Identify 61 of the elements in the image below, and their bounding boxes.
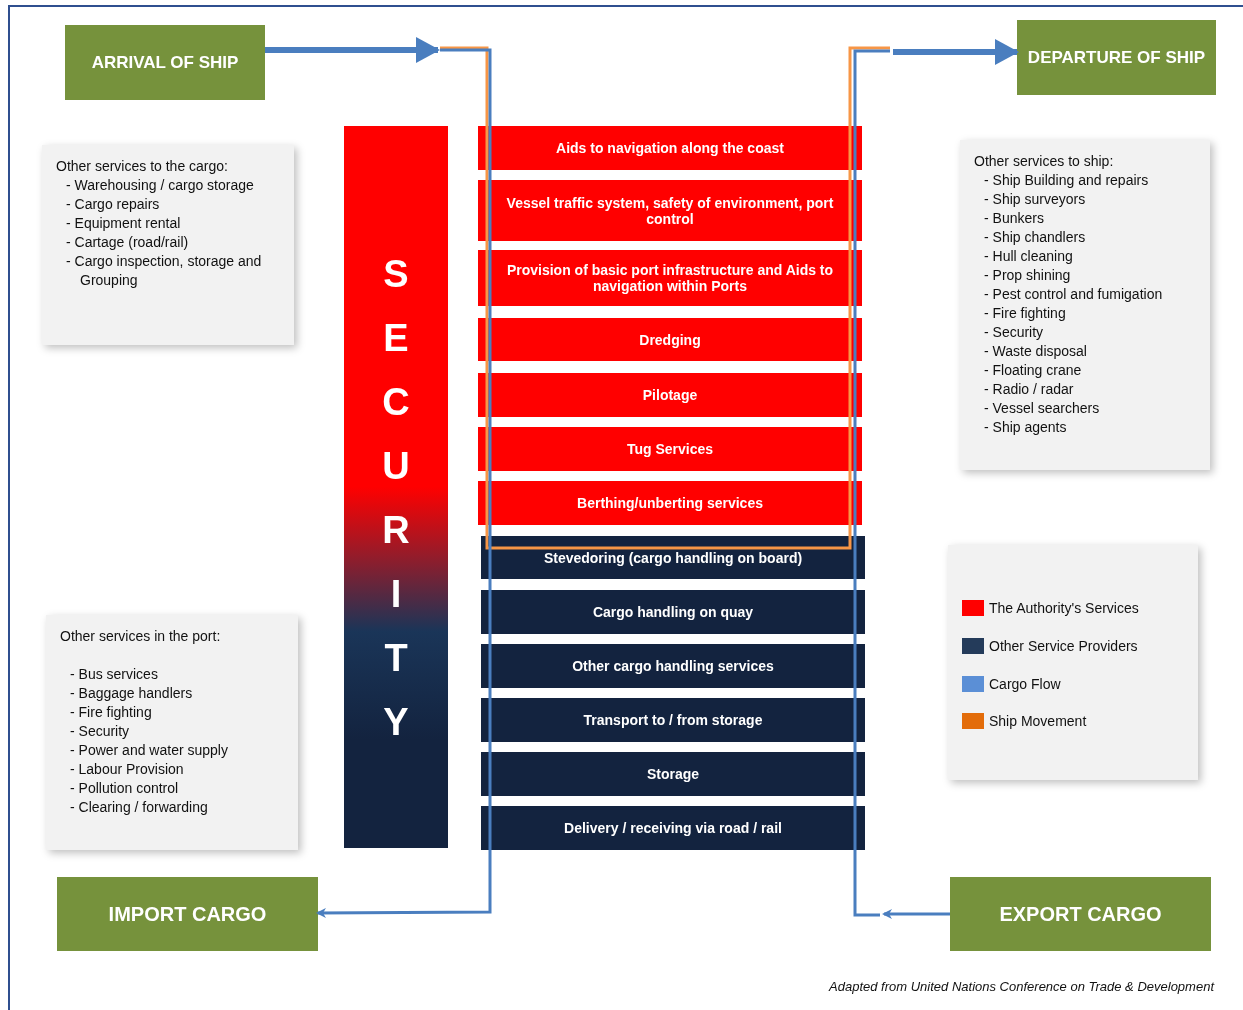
services-card (42, 145, 294, 345)
list-item: - Floating crane (983, 361, 1083, 380)
services-card (46, 615, 298, 850)
stage-box: IMPORT CARGO (57, 877, 318, 951)
list-item: - Ship chandlers (983, 228, 1087, 247)
service-bar: Berthing/unberting services (478, 481, 862, 525)
service-bar: Stevedoring (cargo handling on board) (481, 536, 865, 579)
service-bar: Delivery / receiving via road / rail (481, 806, 865, 850)
list-item: - Labour Provision (69, 760, 185, 779)
service-bar: Pilotage (478, 373, 862, 417)
service-bar: Transport to / from storage (481, 698, 865, 742)
stage-box: EXPORT CARGO (950, 877, 1211, 951)
service-bar: Other cargo handling services (481, 644, 865, 688)
card-heading: Other services to the cargo: (56, 157, 229, 176)
list-item: - Security (69, 722, 131, 741)
arrow (893, 39, 1019, 65)
card-heading: Other services in the port: (60, 627, 222, 646)
list-item: - Power and water supply (69, 741, 229, 760)
list-item: - Baggage handlers (69, 684, 194, 703)
service-bar: Provision of basic port infrastructure and Aids to navigation within Ports (478, 250, 862, 306)
service-bar: Cargo handling on quay (481, 590, 865, 634)
service-bar: Vessel traffic system, safety of environment, port control (478, 180, 862, 241)
security-bar (344, 126, 448, 848)
list-item: - Vessel searchers (983, 399, 1101, 418)
list-item: - Bus services (69, 665, 159, 684)
list-item: - Bunkers (983, 209, 1045, 228)
list-item: - Cargo repairs (65, 195, 161, 214)
stage-box: DEPARTURE OF SHIP (1017, 20, 1216, 95)
legend-label: Other Service Providers (989, 638, 1138, 654)
arrow (316, 48, 492, 918)
stage-box: ARRIVAL OF SHIP (65, 25, 265, 100)
service-bar: Dredging (478, 318, 862, 361)
list-item: - Radio / radar (983, 380, 1075, 399)
list-item: - Fire fighting (983, 304, 1067, 323)
service-bar: Storage (481, 752, 865, 796)
list-item: - Ship agents (983, 418, 1068, 437)
list-item: - Security (983, 323, 1045, 342)
caption: Adapted from United Nations Conference on Trade & Development (829, 979, 1214, 994)
service-bar: Tug Services (478, 427, 862, 471)
list-item: - Pest control and fumigation (983, 285, 1164, 304)
card-heading: Other services to ship: (974, 152, 1115, 171)
legend-label: Cargo Flow (989, 676, 1061, 692)
list-item: - Cartage (road/rail) (65, 233, 190, 252)
service-bar: Aids to navigation along the coast (478, 126, 862, 170)
list-item: - Waste disposal (983, 342, 1088, 361)
list-item: - Equipment rental (65, 214, 182, 233)
list-item: - Fire fighting (69, 703, 153, 722)
list-item: - Clearing / forwarding (69, 798, 209, 817)
list-item: - Ship surveyors (983, 190, 1087, 209)
arrow (265, 37, 440, 63)
list-item: - Pollution control (69, 779, 180, 798)
services-card (960, 140, 1210, 470)
list-item: - Ship Building and repairs (983, 171, 1150, 190)
list-item: - Cargo inspection, storage and Grouping (65, 252, 263, 290)
list-item: - Hull cleaning (983, 247, 1074, 266)
legend-label: The Authority's Services (989, 600, 1139, 616)
arrow (882, 909, 950, 919)
list-item: - Warehousing / cargo storage (65, 176, 255, 195)
security-label: SECURITY (381, 252, 411, 745)
legend-label: Ship Movement (989, 713, 1087, 729)
list-item: - Prop shining (983, 266, 1072, 285)
